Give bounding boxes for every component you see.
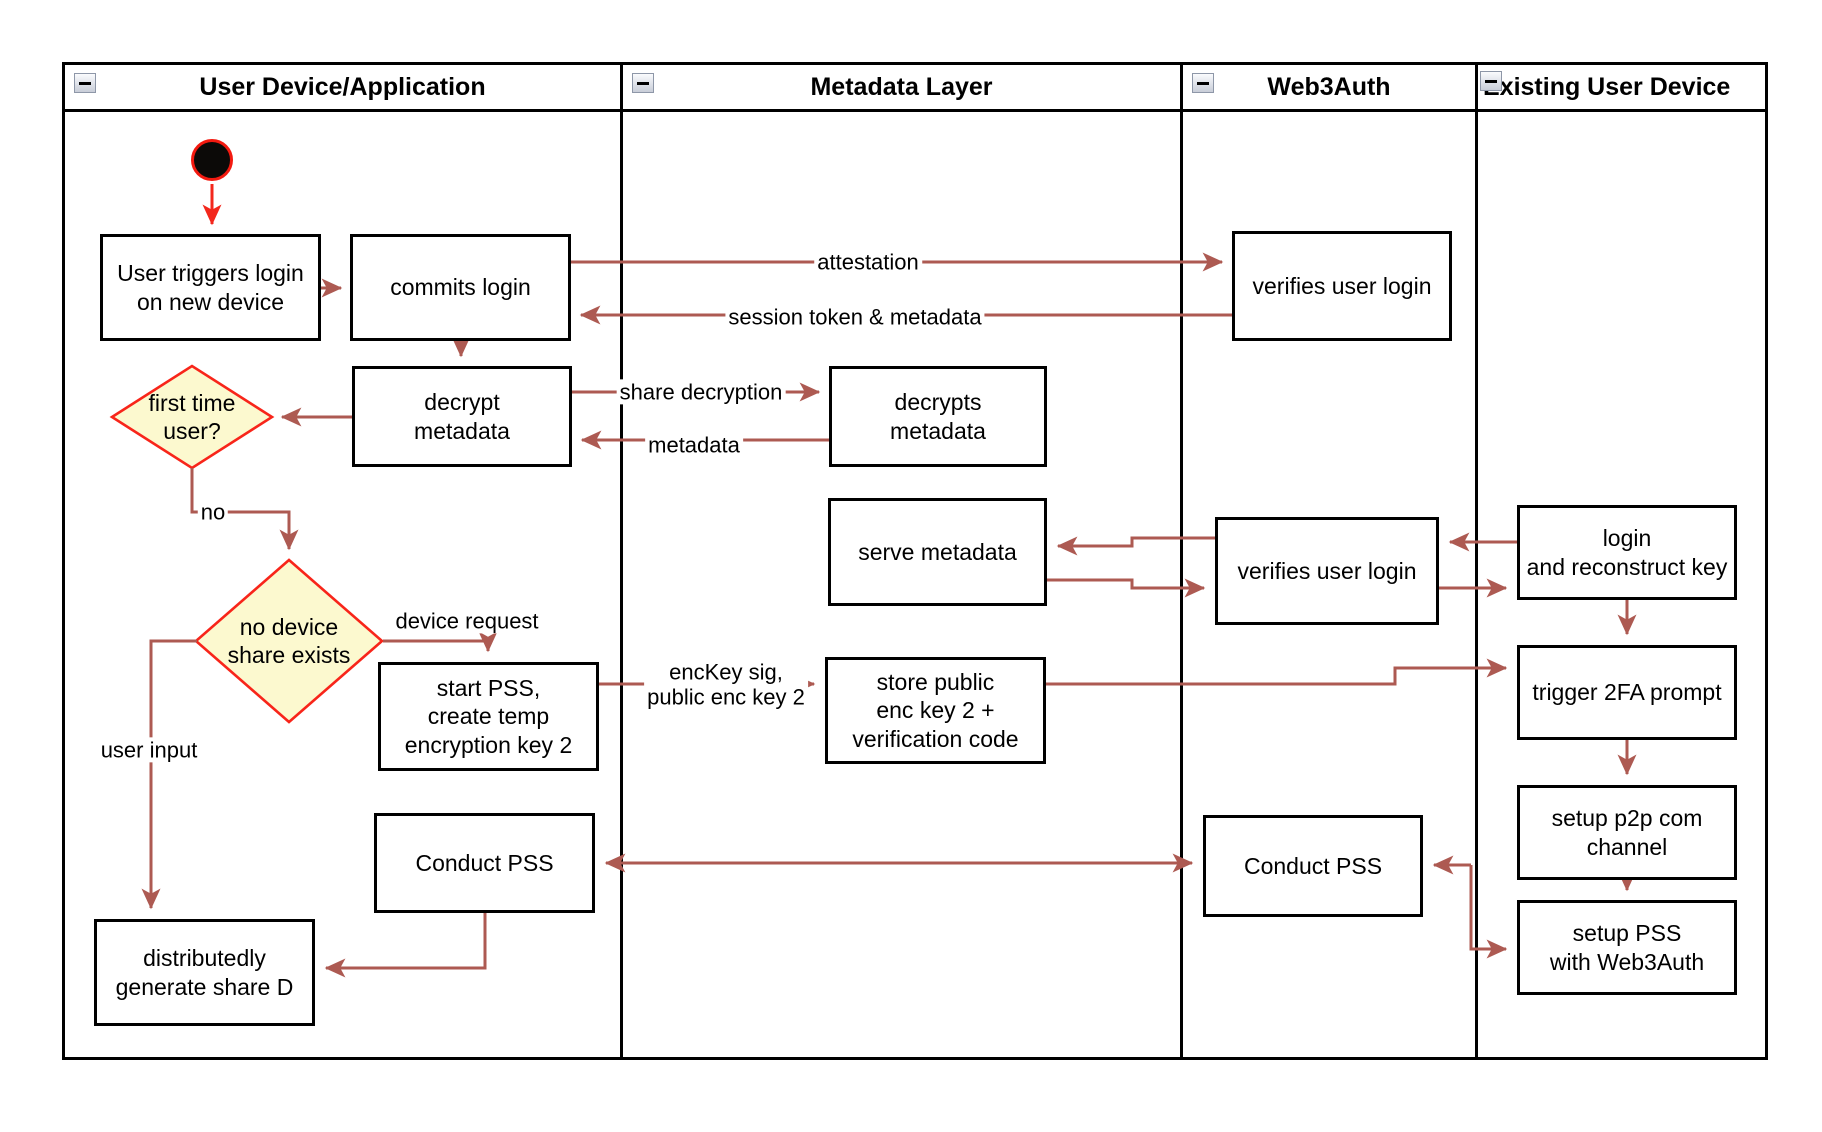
lane-title-text: Existing User Device — [1483, 72, 1731, 101]
edge-label-session-token: session token & metadata — [725, 304, 985, 330]
edge-label-metadata: metadata — [645, 432, 743, 458]
edge-label-share-decryption: share decryption — [616, 379, 786, 405]
node-start-pss[interactable]: start PSS, create temp encryption key 2 — [378, 662, 599, 771]
swimlane-pool: User Device/Application Metadata Layer W… — [62, 62, 1768, 1060]
edge-label-no: no — [197, 499, 229, 525]
lane-header-metadata-layer[interactable]: Metadata Layer — [623, 65, 1180, 109]
edge-conductpss-to-setuppss — [1469, 865, 1508, 959]
edge-user-input — [141, 639, 197, 910]
collapse-lane-icon[interactable] — [1192, 73, 1214, 93]
edge-label-attestation: attestation — [814, 249, 922, 275]
collapse-lane-icon[interactable] — [632, 73, 654, 93]
edge-serve-to-verifies — [1047, 578, 1206, 598]
node-verifies-user-login-top[interactable]: verifies user login — [1232, 231, 1452, 341]
node-trigger-2fa[interactable]: trigger 2FA prompt — [1517, 645, 1737, 740]
node-conduct-pss-web3auth[interactable]: Conduct PSS — [1203, 815, 1423, 917]
lane-header-user-device[interactable]: User Device/Application — [65, 65, 620, 109]
edge-device-request — [383, 631, 498, 653]
edge-label-user-input: user input — [97, 737, 201, 763]
node-generate-share-d[interactable]: distributedly generate share D — [94, 919, 315, 1026]
collapse-lane-icon[interactable] — [74, 73, 96, 93]
lane-divider — [620, 65, 623, 1057]
node-login-reconstruct-key[interactable]: login and reconstruct key — [1517, 505, 1737, 600]
edge-conductpss-to-shared — [324, 913, 487, 978]
lane-title-text: User Device/Application — [199, 72, 486, 101]
lane-divider — [1475, 65, 1478, 1057]
lane-title-text: Metadata Layer — [810, 72, 993, 101]
minus-icon — [637, 81, 649, 85]
lane-title-text: Web3Auth — [1267, 72, 1391, 101]
edge-label-device-request: device request — [392, 608, 542, 634]
node-serve-metadata[interactable]: serve metadata — [828, 498, 1047, 606]
collapse-lane-icon[interactable] — [1480, 71, 1502, 91]
decision-no-device-share[interactable]: no device share exists — [227, 613, 351, 668]
start-node[interactable] — [191, 139, 233, 181]
edge-label-enckey-sig: encKey sig, public enc key 2 — [644, 659, 808, 711]
minus-icon — [79, 81, 91, 85]
edge-no-branch — [190, 468, 299, 551]
minus-icon — [1485, 79, 1497, 83]
node-conduct-pss-device[interactable]: Conduct PSS — [374, 813, 595, 913]
node-decrypt-metadata[interactable]: decrypt metadata — [352, 366, 572, 467]
edge-verifies-to-serve — [1056, 536, 1215, 556]
node-commits-login[interactable]: commits login — [350, 234, 571, 341]
node-setup-pss[interactable]: setup PSS with Web3Auth — [1517, 900, 1737, 995]
decision-shape-first-time-user — [109, 364, 275, 470]
decision-first-time-user[interactable]: first time user? — [148, 389, 236, 444]
lane-header-existing-device[interactable]: Existing User Device — [1483, 65, 1768, 109]
minus-icon — [1197, 81, 1209, 85]
node-store-public-key[interactable]: store public enc key 2 + verification co… — [825, 657, 1046, 764]
edge-store-to-2fa — [1046, 658, 1508, 686]
lane-header-separator — [65, 109, 1765, 112]
node-decrypts-metadata[interactable]: decrypts metadata — [829, 366, 1047, 467]
decision-shape-no-device-share — [194, 558, 384, 724]
node-setup-p2p[interactable]: setup p2p com channel — [1517, 785, 1737, 880]
lane-header-web3auth[interactable]: Web3Auth — [1183, 65, 1475, 109]
node-verifies-user-login-mid[interactable]: verifies user login — [1215, 517, 1439, 625]
node-user-triggers-login[interactable]: User triggers login on new device — [100, 234, 321, 341]
lane-divider — [1180, 65, 1183, 1057]
